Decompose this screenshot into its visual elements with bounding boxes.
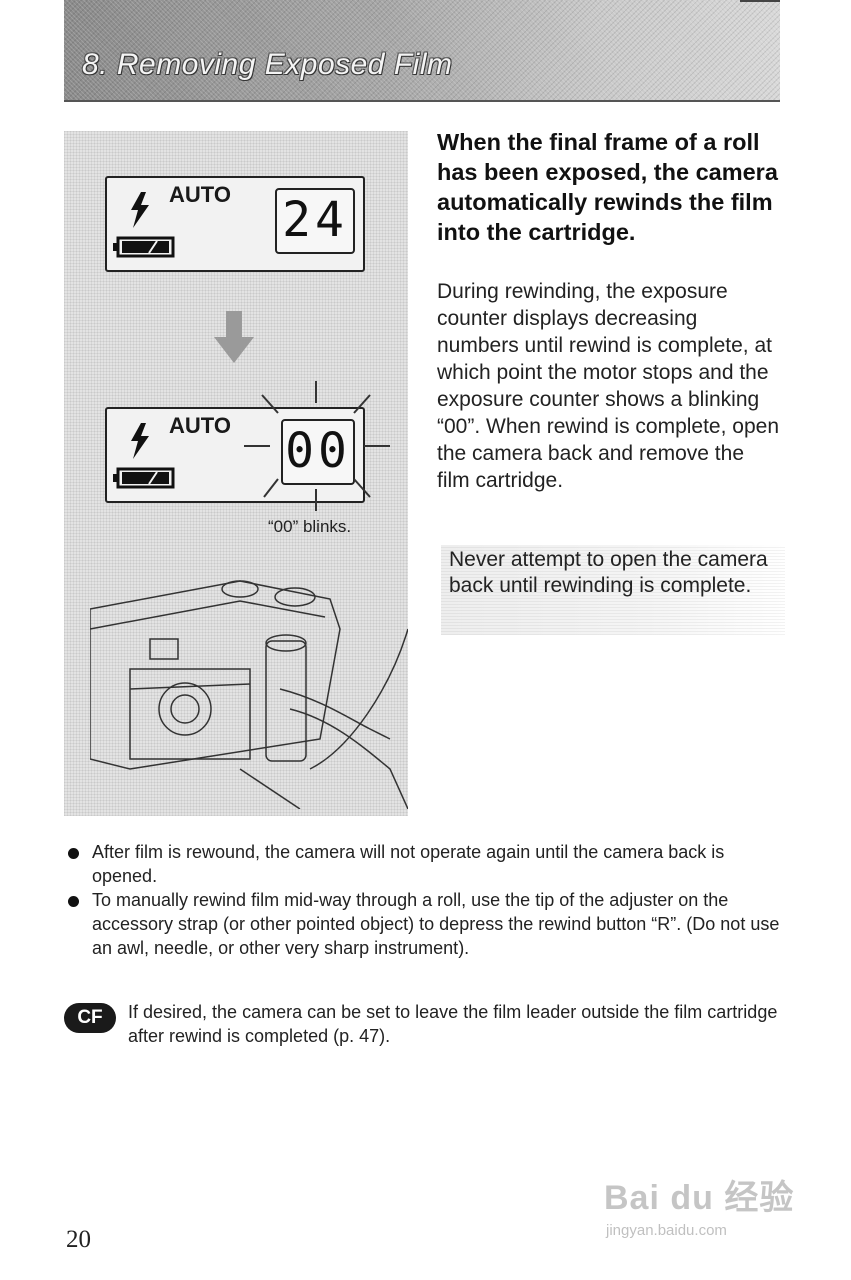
down-arrow-icon	[214, 311, 254, 363]
camera-illustration	[90, 580, 408, 809]
flash-icon	[131, 192, 149, 228]
lead-heading: When the final frame of a roll has been …	[437, 129, 778, 245]
cf-badge-icon: CF	[64, 1003, 116, 1033]
page-number: 20	[66, 1226, 91, 1253]
caution-box: Never attempt to open the camera back un…	[441, 545, 785, 635]
battery-icon	[113, 236, 175, 258]
watermark-logo: Bai du 经验	[604, 1179, 795, 1217]
note-text: After film is rewound, the camera will n…	[92, 842, 725, 886]
blink-rays-icon	[244, 381, 390, 511]
flash-icon	[131, 423, 149, 459]
section-banner	[64, 0, 780, 102]
list-item: After film is rewound, the camera will n…	[64, 840, 784, 888]
body-paragraph: During rewinding, the exposure counter d…	[437, 280, 779, 492]
bullet-icon	[68, 896, 79, 907]
flash-mode-label: AUTO	[169, 182, 231, 207]
exposure-counter: 24	[275, 188, 355, 254]
blink-caption: “00” blinks.	[268, 517, 352, 536]
lcd-figure: AUTO 24 AUTO 00	[64, 131, 408, 816]
list-item: To manually rewind film mid-way through …	[64, 888, 784, 960]
bullet-icon	[68, 848, 79, 859]
cf-note: CF If desired, the camera can be set to …	[64, 1000, 784, 1050]
banner-rule	[740, 0, 780, 2]
watermark-url: jingyan.baidu.com	[606, 1222, 727, 1239]
notes-list: After film is rewound, the camera will n…	[64, 840, 784, 960]
battery-icon	[113, 467, 175, 489]
caution-text: Never attempt to open the camera back un…	[449, 548, 768, 597]
lcd-display-before: AUTO 24	[105, 176, 365, 272]
section-title: 8. Removing Exposed Film	[82, 48, 453, 81]
lcd-display-after: AUTO 00	[105, 407, 365, 503]
flash-mode-label: AUTO	[169, 413, 231, 438]
exposure-counter-blinking: 00	[281, 419, 355, 485]
cf-note-text: If desired, the camera can be set to lea…	[128, 1002, 778, 1046]
note-text: To manually rewind film mid-way through …	[92, 890, 780, 958]
watermark: Bai du 经验 jingyan.baidu.com	[604, 1152, 804, 1252]
